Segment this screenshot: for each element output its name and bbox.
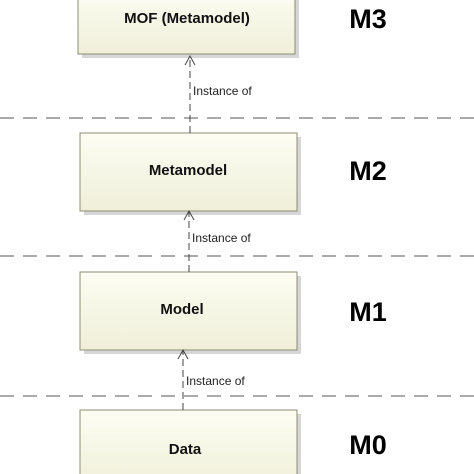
class-box-model[interactable]: Model (79, 271, 301, 354)
relation-label-m0-m1: Instance of (186, 374, 245, 388)
level-label-m3: M3 (349, 4, 387, 34)
box-label-data: Data (169, 441, 202, 458)
instance-of-dependency-m0-m1[interactable]: Instance of (177, 348, 245, 410)
class-box-data[interactable]: Data (79, 409, 301, 474)
relation-label-m1-m2: Instance of (192, 231, 251, 245)
box-label-mof-metamodel: MOF (Metamodel) (124, 10, 250, 27)
box-label-metamodel: Metamodel (149, 162, 227, 179)
relation-label-m2-m3: Instance of (193, 84, 252, 98)
level-label-m1: M1 (349, 297, 387, 327)
box-label-model: Model (160, 301, 203, 318)
instance-of-dependency-m2-m3[interactable]: Instance of (184, 54, 252, 133)
level-label-m0: M0 (349, 430, 387, 460)
class-box-metamodel[interactable]: Metamodel (79, 132, 301, 215)
instance-of-dependency-m1-m2[interactable]: Instance of (183, 209, 251, 272)
class-box-mof-metamodel[interactable]: MOF (Metamodel) (77, 0, 299, 58)
level-label-m2: M2 (349, 156, 387, 186)
